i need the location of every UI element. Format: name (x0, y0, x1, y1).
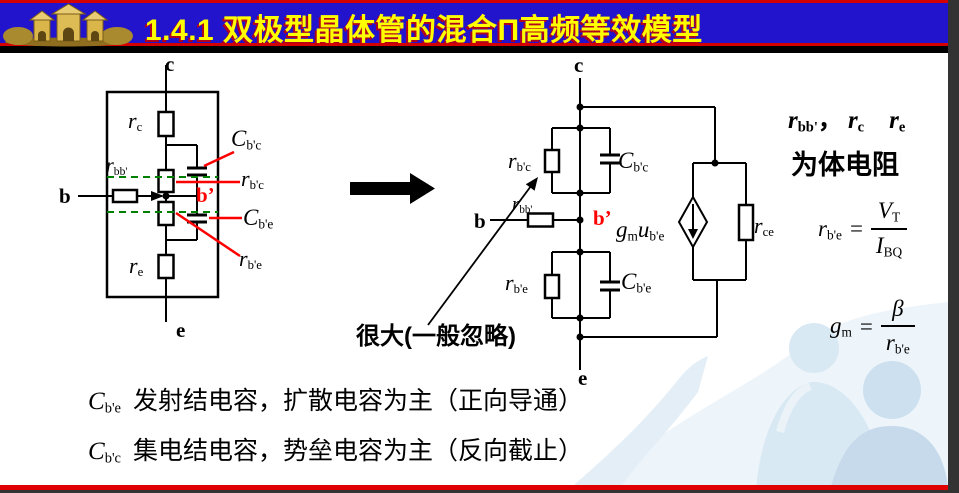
resistor-rbc (543, 148, 561, 174)
title-bar (0, 3, 948, 43)
ignore-annotation-arrow (427, 177, 538, 326)
left-circuit-diagram (78, 65, 242, 322)
resistor-rbc (157, 168, 175, 194)
header-bottom-red-stripe (0, 43, 948, 46)
pi-label-gm-ube: gmub'e (616, 217, 665, 244)
university-gate-logo (3, 3, 133, 47)
note-emitter-capacitance: Cb'e 发射结电容，扩散电容为主（正向导通） (88, 381, 583, 418)
resistor-rbb (526, 212, 555, 228)
pi-terminal-b: b (474, 209, 486, 233)
left-node-b-prime: b’ (196, 183, 215, 207)
pi-label-rbc: rb'c (508, 148, 531, 175)
capacitor-plates (600, 153, 620, 292)
note-symbol-cbc: Cb'c (88, 438, 121, 467)
formula-gm: gm = β rb'e (830, 296, 915, 357)
pi-label-rbe: rb'e (505, 270, 528, 297)
left-terminal-c: c (165, 52, 175, 76)
formula-rbe-lhs: rb'e (818, 215, 842, 242)
formula-gm-fraction: β rb'e (880, 296, 915, 357)
left-label-re: re (129, 253, 144, 280)
formula-gm-lhs: gm (830, 313, 852, 340)
resistor-boxes (526, 148, 755, 300)
note-symbol-cbe: Cb'e (88, 388, 121, 417)
note-collector-capacitance: Cb'c 集电结电容，势垒电容为主（反向截止） (88, 431, 583, 468)
formula-rbe-fraction: VT IBQ (870, 198, 908, 261)
header-black-band (0, 46, 948, 53)
bottom-border-strip (0, 490, 959, 493)
body-resistance-caption: 为体电阻 (791, 150, 899, 180)
resistor-re (157, 253, 175, 280)
left-label-rbe: rb'e (239, 246, 262, 273)
left-label-cbe: Cb'e (243, 205, 274, 232)
controlled-current-source (677, 194, 709, 250)
ignore-annotation-text: 很大(一般忽略) (356, 323, 516, 350)
equals-sign: = (859, 313, 873, 339)
resistor-rbe (157, 200, 175, 227)
transistor-body-box (105, 90, 220, 299)
left-terminal-b: b (59, 184, 71, 208)
right-border-strip (948, 0, 959, 493)
header-top-red-stripe (0, 0, 948, 3)
slide-title: 1.4.1 双极型晶体管的混合Π高频等效模型 (145, 14, 703, 47)
resistor-boxes (111, 110, 175, 280)
pi-terminal-e: e (578, 366, 588, 390)
pi-label-rbb: rbb' (512, 194, 533, 216)
left-terminal-e: e (176, 318, 186, 342)
resistor-rce (737, 203, 755, 242)
background-watermark-image (568, 302, 948, 490)
left-label-cbc: Cb'c (231, 126, 262, 153)
red-callout-lines (175, 150, 242, 258)
left-label-rc: rc (128, 108, 143, 135)
hybrid-pi-circuit-diagram (427, 78, 755, 370)
base-arrowhead (151, 191, 164, 201)
pi-node-b-prime: b’ (593, 206, 612, 230)
junction-dashed-lines (107, 176, 218, 213)
junction-dots (576, 103, 719, 341)
left-label-rbc: rb'c (241, 166, 264, 193)
body-resistors-list: rbb'， rc re (788, 107, 906, 136)
resistor-rc (157, 110, 175, 138)
note-text: 集电结电容，势垒电容为主（反向截止） (133, 438, 584, 465)
pi-label-cbe: Cb'e (621, 269, 652, 296)
resistor-rbb (111, 188, 139, 204)
resistor-rbe (543, 273, 561, 300)
bottom-red-rule (0, 485, 948, 490)
equals-sign: = (849, 216, 863, 242)
formula-rbe: rb'e = VT IBQ (818, 198, 908, 261)
pi-label-cbc: Cb'c (618, 148, 649, 175)
pi-terminal-c: c (574, 53, 584, 77)
right-arrow-icon (350, 173, 435, 204)
left-label-rbb: rbb' (106, 155, 128, 178)
b-prime-node-dot (162, 192, 170, 200)
pi-label-rce: rce (754, 213, 774, 240)
note-text: 发射结电容，扩散电容为主（正向导通） (133, 388, 584, 415)
